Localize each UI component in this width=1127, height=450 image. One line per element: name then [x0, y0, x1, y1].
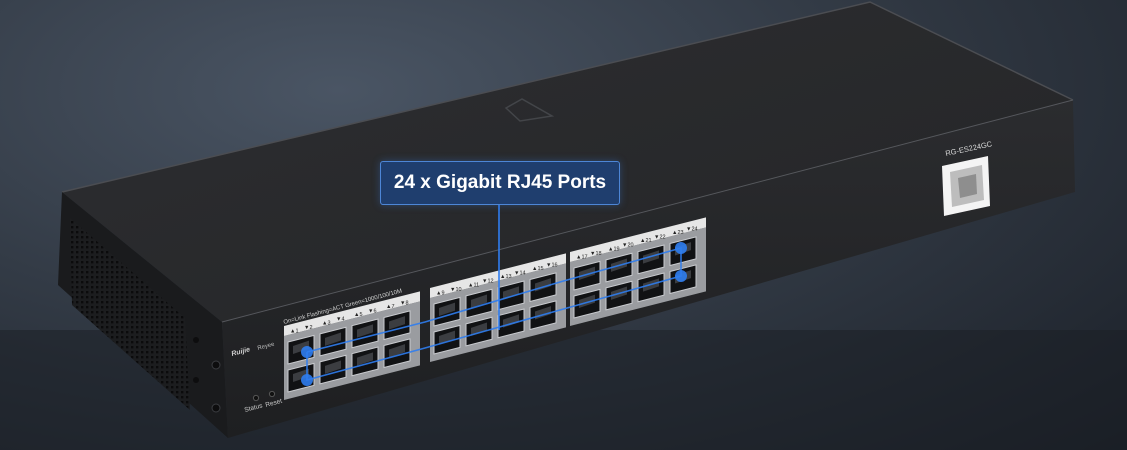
port-highlight-24	[675, 270, 687, 282]
port-number-label: ▲23	[672, 230, 684, 236]
port-number-label: ▲11	[468, 282, 479, 288]
callout-label: 24 x Gigabit RJ45 Ports	[380, 161, 620, 205]
rj45-port-contacts	[579, 266, 595, 280]
rj45-port-contacts	[389, 344, 405, 358]
brand-secondary: Reyee	[257, 341, 276, 351]
rj45-port-contacts	[293, 368, 309, 382]
rj45-port-contacts	[325, 332, 341, 346]
port-number-label: ▼20	[622, 243, 634, 249]
port-highlight-1	[301, 346, 313, 358]
port-number-label: ▼12	[482, 279, 494, 285]
port-number-label: ▲21	[640, 238, 652, 244]
port-label-strip-group2	[430, 253, 566, 298]
rj45-port-contacts	[503, 286, 519, 300]
port-highlight-2	[301, 374, 313, 386]
qr-code-icon	[942, 156, 990, 216]
port-number-label: ▲7	[386, 304, 395, 310]
port-number-label: ▼6	[368, 309, 377, 315]
port-highlight-23	[675, 242, 687, 254]
port-label-strip-group1	[284, 291, 420, 336]
reset-label: Reset	[265, 398, 283, 409]
rj45-port-contacts	[471, 322, 487, 336]
rj45-port-contacts	[439, 302, 455, 316]
brand-primary: Ruijie	[231, 346, 251, 358]
rj45-port-contacts	[579, 294, 595, 308]
port-number-label: ▲19	[608, 246, 620, 252]
rj45-port-contacts	[389, 316, 405, 330]
rj45-port-contacts	[439, 330, 455, 344]
port-label-strip-group3	[570, 217, 706, 262]
status-label: Status	[244, 402, 264, 414]
port-groups: ▲1 ▼2 ▲3 ▼4 ▲5 ▼6 ▲7 ▼8 ▲9 ▼10 ▲11▼12 ▲13▼14 ▲15▼16 ▲…	[284, 217, 706, 400]
vent-grille-icon	[70, 218, 190, 410]
port-number-label: ▲3	[322, 320, 331, 326]
port-number-label: ▼8	[400, 300, 409, 306]
port-number-label: ▲1	[290, 328, 299, 334]
port-number-label: ▲5	[354, 312, 363, 318]
port-number-label: ▼4	[336, 317, 345, 323]
rj45-port-contacts	[357, 324, 373, 338]
port-number-label: ▼24	[686, 226, 698, 232]
port-number-label: ▼14	[514, 271, 526, 277]
rj45-port-contacts	[325, 360, 341, 374]
reset-button[interactable]	[268, 390, 276, 398]
port-number-label: ▲17	[576, 254, 588, 260]
port-number-label: ▼10	[450, 287, 462, 293]
port-number-label: ▲15	[532, 266, 544, 272]
rj45-port-contacts	[471, 294, 487, 308]
port-number-label: ▼2	[304, 325, 313, 331]
triangle-logo-icon	[504, 98, 555, 122]
rj45-port-contacts	[293, 340, 309, 354]
port-number-label: ▼16	[546, 262, 558, 268]
port-number-label: ▲13	[500, 274, 512, 280]
port-number-label: ▲9	[436, 290, 445, 296]
rj45-port-contacts	[357, 352, 373, 366]
status-led	[252, 394, 260, 402]
port-number-label: ▼18	[590, 251, 602, 257]
port-number-label: ▼22	[654, 235, 666, 241]
